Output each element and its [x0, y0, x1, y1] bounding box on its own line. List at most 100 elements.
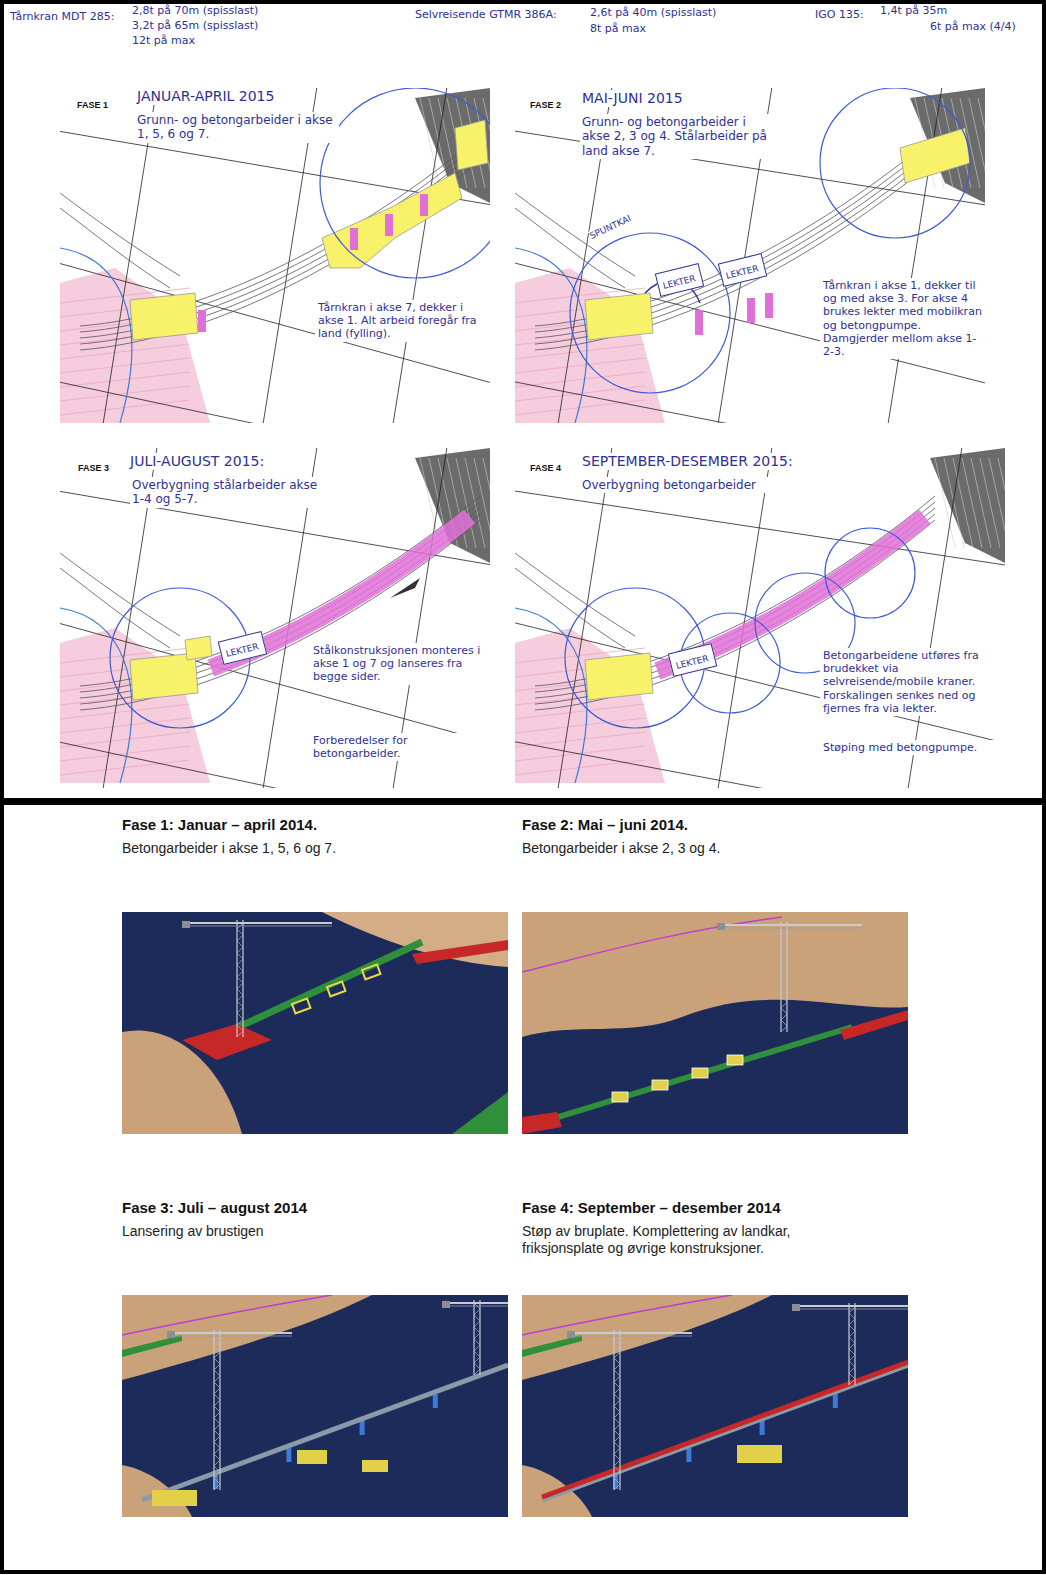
crane-spec: 6t på max (4/4)	[930, 20, 1016, 33]
terrain	[522, 1295, 772, 1380]
work-area	[585, 293, 653, 340]
road-line	[60, 208, 170, 288]
render-3d	[122, 1295, 508, 1517]
foundation	[695, 310, 703, 335]
crane-spec: 2,8t på 70m (spisslast)	[132, 4, 258, 17]
crane-radius	[820, 88, 970, 238]
crane-radius	[825, 528, 915, 618]
crane-mast	[219, 1330, 220, 1490]
pier-pad	[692, 1068, 708, 1078]
crane-weight	[442, 1301, 450, 1308]
land-hatch	[515, 358, 645, 373]
phase-tag: FASE 4	[528, 463, 563, 474]
road-line	[60, 553, 180, 636]
road-line	[60, 568, 170, 648]
building-line	[935, 458, 955, 548]
barge-box: LEKTER	[655, 263, 704, 297]
phase-description: Lansering av brustigen	[122, 1223, 507, 1240]
building-line	[971, 458, 991, 548]
crane-weight	[717, 923, 725, 930]
foundation	[420, 194, 428, 216]
phase-description: Betongarbeider i akse 2, 3 og 4.	[522, 840, 907, 857]
contour	[522, 1295, 732, 1335]
work-area	[185, 636, 212, 660]
work-area	[130, 293, 198, 340]
barge-label: LEKTER	[662, 273, 697, 291]
phase-tag: FASE 1	[75, 100, 110, 111]
building-line	[978, 98, 985, 188]
crane-mast	[780, 922, 781, 1032]
phase-heading: Fase 3: Juli – august 2014	[122, 1199, 507, 1217]
crane-mast	[236, 920, 237, 1037]
crane-spec: 12t på max	[132, 34, 195, 47]
crane-lattice	[614, 1334, 620, 1490]
crane-jib	[567, 1336, 692, 1337]
grid-line	[515, 378, 985, 423]
barge	[297, 1450, 327, 1464]
pier-outline	[292, 999, 310, 1014]
crane-spec: 8t på max	[590, 22, 646, 35]
land-area	[515, 628, 665, 783]
crane-spec: Selvreisende GTMR 386A:	[415, 8, 557, 21]
building-line	[483, 458, 490, 548]
work-area	[322, 173, 462, 268]
sketch-ground	[515, 448, 1005, 788]
crane-jib	[167, 1332, 292, 1334]
terrain	[322, 912, 508, 967]
work-area	[455, 120, 488, 170]
land-hatch	[515, 732, 645, 747]
crane-spec: Tårnkran MDT 285:	[10, 10, 114, 23]
building-line	[998, 458, 1005, 548]
crane-weight	[167, 1331, 175, 1338]
land-hatch	[515, 718, 645, 733]
barge-box: LEKTER	[668, 643, 717, 677]
frame	[2, 803, 1044, 1572]
crane-radius	[320, 88, 490, 278]
water	[522, 912, 908, 1134]
bridge-deck	[542, 1365, 908, 1500]
road	[122, 1335, 182, 1357]
crane-lattice	[849, 1307, 855, 1385]
land-hatch	[60, 718, 190, 733]
phase-render-panel: Fase 1: Januar – april 2014.Betongarbeid…	[122, 812, 512, 1137]
abutment	[182, 1024, 272, 1060]
land-hatch	[515, 746, 645, 761]
pier	[433, 1394, 438, 1408]
phase-plan-panel: FASE 3JULI-AUGUST 2015:Overbygning ståla…	[60, 448, 490, 788]
crane-jib	[717, 924, 862, 926]
crane-jib	[717, 928, 862, 929]
barge	[152, 1490, 197, 1506]
crane-radius	[570, 233, 730, 393]
pier-pad	[652, 1080, 668, 1090]
building-line	[465, 458, 485, 548]
phase-plan-panel: FASE 2MAI-JUNI 2015Grunn- og betongarbei…	[515, 88, 985, 423]
pier-pad	[612, 1092, 628, 1102]
phase-work: Overbygning stålarbeider akse 1-4 og 5-7…	[130, 477, 334, 508]
building-line	[953, 458, 973, 548]
building-line	[969, 98, 985, 188]
barge-box: LEKTER	[718, 253, 767, 287]
render-3d	[522, 912, 908, 1134]
crane-lattice	[781, 924, 787, 1032]
pier-outline	[327, 982, 345, 997]
phase-heading: Fase 2: Mai – juni 2014.	[522, 816, 907, 834]
river-line	[515, 248, 587, 423]
road-line	[515, 193, 635, 276]
bridge-deck	[142, 1365, 508, 1500]
grid-line	[60, 378, 490, 423]
phase-period: JULI-AUGUST 2015:	[128, 453, 266, 470]
river-line	[60, 248, 132, 423]
grid-line	[515, 488, 1005, 568]
phase-period: SEPTEMBER-DESEMBER 2015:	[580, 453, 795, 470]
foundation	[747, 298, 755, 323]
road-line	[515, 553, 635, 636]
land-hatch	[60, 358, 190, 373]
phase-heading: Fase 4: September – desember 2014	[522, 1199, 907, 1217]
bridge-girder	[542, 1027, 852, 1122]
barge-box: LEKTER	[218, 631, 267, 665]
crane-jib	[442, 1302, 508, 1304]
grid-line	[515, 738, 1005, 788]
bridge-slab	[542, 1362, 908, 1497]
pier-pad	[727, 1055, 743, 1065]
site-plan	[515, 448, 1005, 788]
